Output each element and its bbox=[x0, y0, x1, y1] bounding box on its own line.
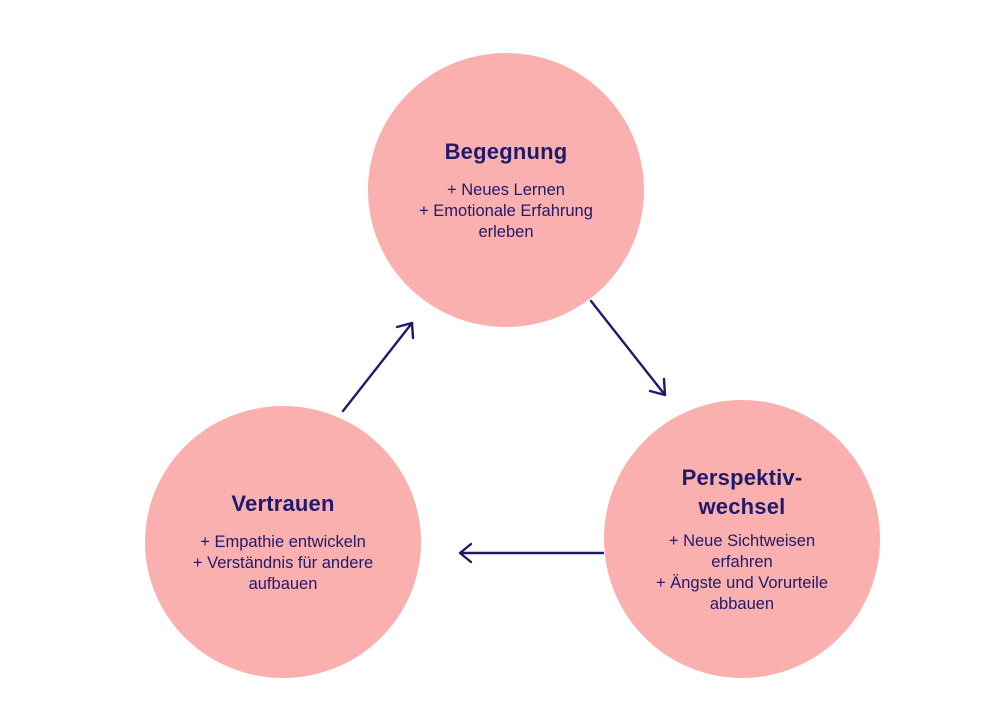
node-vertrauen: Vertrauen + Empathie entwickeln + Verstä… bbox=[145, 406, 421, 678]
node-item-line: aufbauen bbox=[248, 575, 318, 593]
arrow-perspektivwechsel-to-vertrauen bbox=[458, 542, 605, 564]
arrow-line bbox=[341, 321, 414, 413]
node-title: Perspektiv- wechsel bbox=[682, 463, 803, 521]
node-item-line: + Neues Lernen bbox=[447, 181, 565, 199]
node-item-line: + Ängste und Vorurteile bbox=[656, 574, 828, 592]
node-title: Begegnung bbox=[445, 137, 568, 166]
node-item-line: + Empathie entwickeln bbox=[200, 533, 366, 551]
node-begegnung: Begegnung + Neues Lernen + Emotionale Er… bbox=[368, 53, 644, 327]
node-item-line: erfahren bbox=[711, 553, 773, 571]
node-item-line: abbauen bbox=[709, 595, 775, 613]
arrow-head bbox=[395, 321, 415, 340]
node-perspektivwechsel: Perspektiv- wechsel + Neue Sichtweisen e… bbox=[604, 400, 880, 678]
node-item-line: + Emotionale Erfahrung bbox=[419, 202, 593, 220]
node-title-line: Perspektiv- bbox=[681, 465, 803, 490]
arrow-vertrauen-to-begegnung bbox=[341, 321, 415, 413]
node-items: + Neues Lernen + Emotionale Erfahrung er… bbox=[419, 180, 593, 243]
arrow-head bbox=[648, 377, 667, 397]
arrow-group bbox=[341, 299, 667, 564]
node-title-line: wechsel bbox=[698, 494, 786, 519]
node-item-line: + Neue Sichtweisen bbox=[668, 532, 816, 550]
node-items: + Neue Sichtweisen erfahren + Ängste und… bbox=[656, 531, 828, 615]
node-title: Vertrauen bbox=[231, 489, 334, 518]
node-items: + Empathie entwickeln + Verständnis für … bbox=[193, 532, 373, 595]
arrow-line bbox=[589, 299, 667, 397]
arrow-begegnung-to-perspektivwechsel bbox=[589, 299, 667, 397]
arrow-head bbox=[458, 542, 473, 564]
node-item-line: + Verständnis für andere bbox=[192, 554, 374, 572]
node-item-line: erleben bbox=[478, 223, 534, 241]
node-title-line: Begegnung bbox=[444, 139, 568, 164]
node-title-line: Vertrauen bbox=[231, 491, 335, 516]
